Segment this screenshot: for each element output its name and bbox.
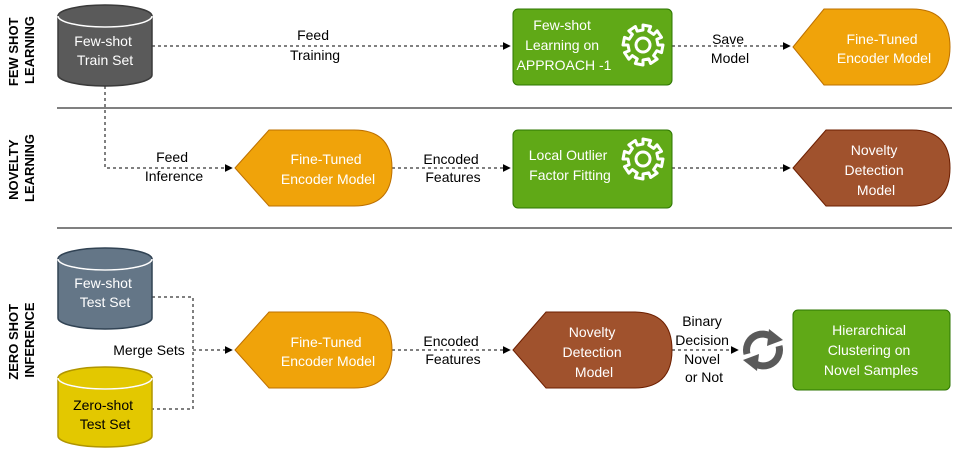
section-title-novelty: NOVELTY LEARNING [6, 134, 37, 202]
svg-text:Zero-shot Test Set: Zero-shot Test Set [73, 397, 137, 432]
svg-text:Fine-Tuned Encoder Model: Fine-Tuned Encoder Model [281, 334, 375, 369]
label-binary-decision: Binary Decision Novel or Not [675, 313, 733, 385]
label-feed-inference: Feed Inference [145, 149, 204, 184]
few-shot-learning-node: Few-shot Learning on APPROACH -1 [512, 8, 673, 86]
edge-merge-bracket [152, 296, 194, 410]
fine-tuned-encoder-middle: Fine-Tuned Encoder Model [234, 129, 393, 207]
lof-fitting-node: Local Outlier Factor Fitting [512, 129, 673, 209]
few-shot-train-set: Few-shot Train Set [57, 4, 153, 87]
gear-icon [621, 137, 665, 181]
few-shot-test-set: Few-shot Test Set [57, 247, 153, 330]
refresh-icon [743, 329, 783, 371]
svg-text:Few-shot Learning on: Few-shot Learning on APPROACH -1 [517, 17, 612, 73]
gear-outline [621, 137, 665, 181]
label-save-model: Save Model [711, 31, 749, 66]
novelty-detection-model-bottom: Novelty Detection Model [512, 311, 673, 389]
label-encoded-features-2: Encoded Features [423, 333, 482, 367]
section-title-zero-shot: ZERO SHOT INFERENCE [6, 300, 37, 379]
fine-tuned-encoder-bottom: Fine-Tuned Encoder Model [234, 311, 393, 389]
gear-icon [621, 23, 665, 67]
hierarchical-clustering-node: Hierarchical Clustering on Novel Samples [792, 309, 951, 391]
label-feed-training: Feed Training [290, 27, 340, 63]
svg-text:Few-shot Train Set: Few-shot Train Set [74, 33, 135, 68]
svg-text:Novelty Detection: Novelty Detection Model [562, 324, 625, 380]
gear-outline [621, 23, 665, 67]
fine-tuned-encoder-top: Fine-Tuned Encoder Model [792, 8, 951, 86]
svg-text:Fine-Tuned Encoder Model: Fine-Tuned Encoder Model [281, 151, 375, 187]
label-encoded-features-1: Encoded Features [423, 151, 482, 185]
label-merge-sets: Merge Sets [113, 342, 185, 358]
novelty-detection-model-middle: Novelty Detection Model [792, 129, 951, 207]
svg-text:Few-shot Test Set: Few-shot Test Set [74, 275, 135, 310]
gear-hub [634, 150, 652, 168]
svg-text:Novelty Detection: Novelty Detection Model [844, 142, 907, 198]
section-title-few-shot: FEW SHOT LEARNING [6, 14, 37, 86]
svg-text:Hierarchical Clustering: Hierarchical Clustering on Novel Samples [824, 322, 918, 378]
zero-shot-test-set: Zero-shot Test Set [57, 366, 153, 448]
svg-text:Local Outlier Factor Fit: Local Outlier Factor Fitting [529, 147, 611, 183]
svg-text:Fine-Tuned Encoder Model: Fine-Tuned Encoder Model [837, 31, 931, 66]
gear-hub [634, 36, 652, 54]
